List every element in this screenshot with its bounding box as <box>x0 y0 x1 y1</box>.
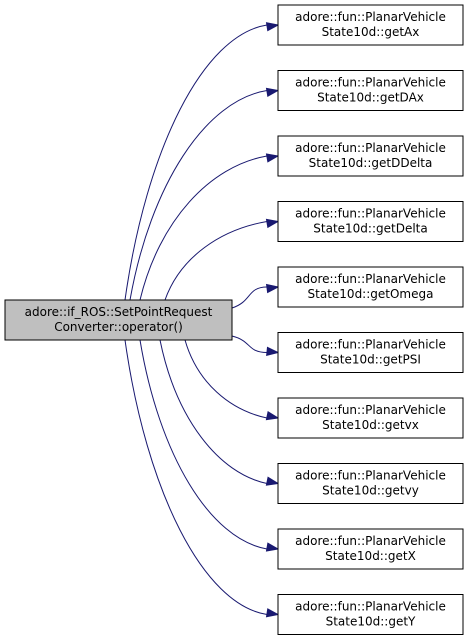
arrowhead-icon <box>265 608 280 618</box>
source-node-box <box>4 299 233 341</box>
target-node-label-line1: adore::fun::PlanarVehicle <box>295 207 446 221</box>
target-node-label-line1: adore::fun::PlanarVehicle <box>295 76 446 90</box>
target-node-label-line2: State10d::getX <box>325 549 416 563</box>
target-node-box <box>277 266 464 308</box>
call-edge <box>124 24 268 301</box>
target-node-box <box>277 594 464 635</box>
target-node[interactable]: adore::fun::PlanarVehicleState10d::getDe… <box>277 201 464 242</box>
target-node-label-line1: adore::fun::PlanarVehicle <box>295 469 446 483</box>
target-node-label-line2: State10d::getAx <box>322 25 420 39</box>
target-node[interactable]: adore::fun::PlanarVehicleState10d::getPS… <box>277 332 464 373</box>
arrowhead-icon <box>265 283 280 294</box>
target-node-label-line2: State10d::getPSI <box>320 353 421 367</box>
target-node-box <box>277 70 464 111</box>
target-node-box <box>277 463 464 504</box>
call-edge <box>184 339 268 419</box>
target-node-label-line2: State10d::getDDelta <box>309 156 433 170</box>
target-node-label-line2: State10d::getOmega <box>308 287 434 301</box>
call-edge <box>129 90 268 301</box>
arrowhead-icon <box>265 542 280 552</box>
target-node-label-line1: adore::fun::PlanarVehicle <box>295 534 446 548</box>
target-node-label-line2: State10d::getvx <box>322 418 419 432</box>
arrowhead-icon <box>265 218 280 229</box>
arrowhead-icon <box>266 346 280 356</box>
target-node-box <box>277 528 464 570</box>
target-node[interactable]: adore::fun::PlanarVehicleState10d::getDA… <box>277 70 464 111</box>
call-edge <box>231 335 268 353</box>
target-node-label-line1: adore::fun::PlanarVehicle <box>295 403 446 417</box>
call-edges <box>124 22 280 618</box>
target-nodes: adore::fun::PlanarVehicleState10d::getAx… <box>277 4 464 635</box>
call-edge <box>159 339 268 484</box>
target-node-box <box>277 397 464 439</box>
target-node-box <box>277 135 464 177</box>
arrowhead-icon <box>265 22 280 32</box>
target-node-label-line1: adore::fun::PlanarVehicle <box>295 141 446 155</box>
arrowhead-icon <box>265 476 280 486</box>
source-node-label-line2: Converter::operator() <box>54 320 183 334</box>
target-node-label-line2: State10d::getDAx <box>317 91 424 105</box>
target-node-label-line1: adore::fun::PlanarVehicle <box>295 10 446 24</box>
arrowhead-icon <box>265 153 280 163</box>
source-node-label-line1: adore::if_ROS::SetPointRequest <box>25 305 213 319</box>
target-node-label-line1: adore::fun::PlanarVehicle <box>295 338 446 352</box>
target-node-box <box>277 201 464 242</box>
target-node-box <box>277 4 464 46</box>
arrowhead-icon <box>265 87 280 97</box>
arrowhead-icon <box>265 411 280 421</box>
target-node-label-line1: adore::fun::PlanarVehicle <box>295 272 446 286</box>
source-node[interactable]: adore::if_ROS::SetPointRequest Converter… <box>4 299 233 341</box>
target-node-label-line2: State10d::getvy <box>322 484 419 498</box>
target-node[interactable]: adore::fun::PlanarVehicleState10d::getOm… <box>277 266 464 308</box>
target-node-label-line1: adore::fun::PlanarVehicle <box>295 600 446 614</box>
target-node-label-line2: State10d::getY <box>326 615 416 629</box>
target-node[interactable]: adore::fun::PlanarVehicleState10d::getDD… <box>277 135 464 177</box>
call-edge <box>231 286 268 309</box>
call-edge <box>139 155 268 301</box>
call-edge <box>164 221 268 301</box>
call-edge <box>139 339 268 550</box>
target-node-label-line2: State10d::getDelta <box>313 222 427 236</box>
call-edge <box>124 339 268 615</box>
target-node-box <box>277 332 464 373</box>
